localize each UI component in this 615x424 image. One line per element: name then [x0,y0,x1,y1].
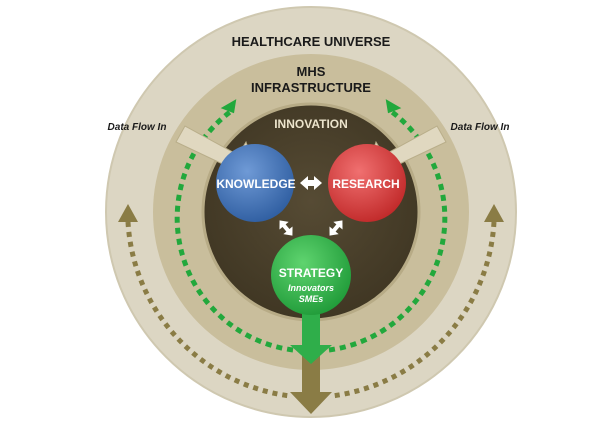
knowledge-strategy-link-icon [279,220,293,236]
output-down-arrow-olive [290,352,332,414]
innovation-label: INNOVATION [274,117,348,131]
knowledge-sphere [216,144,294,222]
strategy-sphere [271,235,351,315]
olive-arrowhead-left [118,204,138,222]
olive-arrowhead-right [484,204,504,222]
olive-dashed-cycle-right [331,221,497,399]
research-sphere [328,144,406,222]
innovators-label: Innovators [288,283,334,293]
olive-dashed-cycle-left [125,221,291,399]
knowledge-research-link-icon [300,176,322,190]
smes-label: SMEs [299,294,324,304]
strategy-label: STRATEGY [279,266,343,280]
research-strategy-link-icon [329,220,343,236]
green-arrowhead-right [385,99,402,114]
knowledge-label: KNOWLEDGE [216,177,295,191]
strategy-down-arrow-green [290,312,332,364]
data-flow-in-right-label: Data Flow In [451,122,510,133]
data-flow-in-left-label: Data Flow In [108,122,167,133]
healthcare-universe-label: HEALTHCARE UNIVERSE [232,34,391,49]
infrastructure-label: INFRASTRUCTURE [251,80,371,95]
mhs-label: MHS [297,64,326,79]
research-label: RESEARCH [332,177,399,191]
green-arrowhead-left [220,99,237,114]
